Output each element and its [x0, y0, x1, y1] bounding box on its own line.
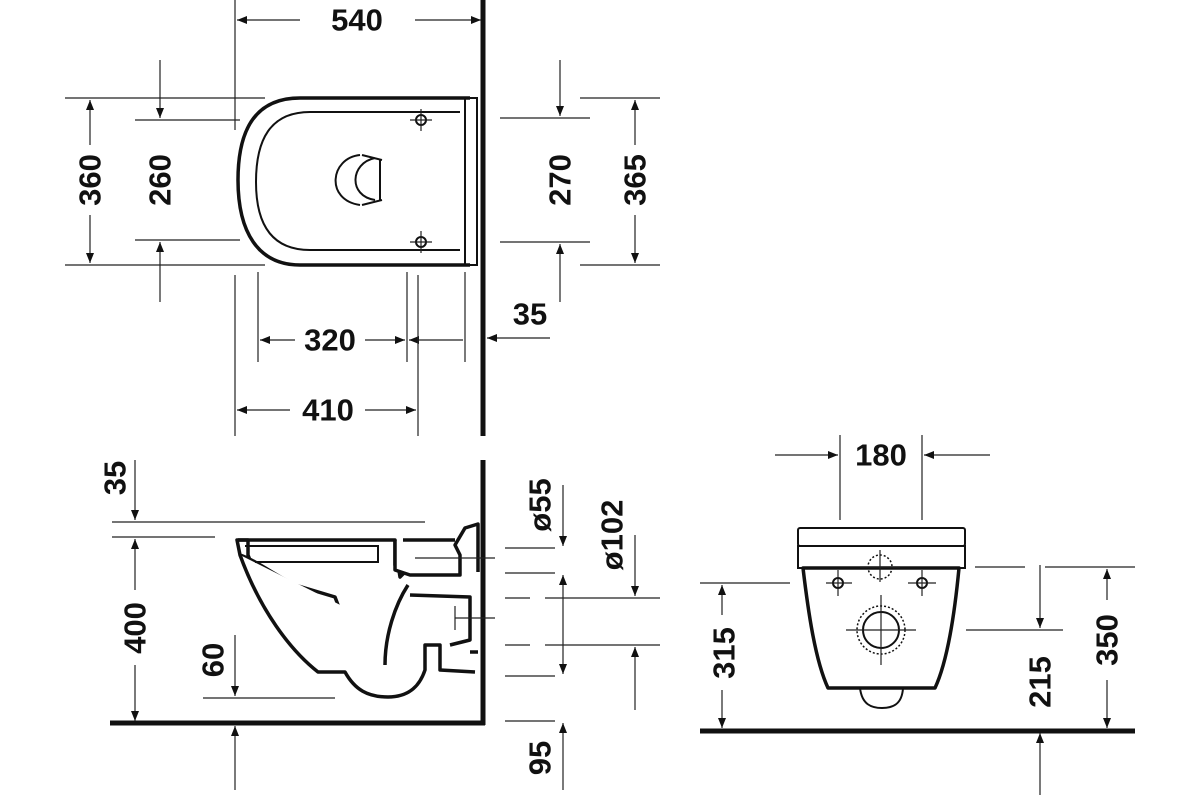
dim-180: 180 [855, 438, 907, 473]
dim-60: 60 [196, 643, 231, 677]
dim-350: 350 [1090, 614, 1125, 666]
dim-315: 315 [707, 627, 742, 679]
dim-360: 360 [73, 154, 108, 206]
dim-320: 320 [304, 323, 356, 358]
fixing-hole-top [410, 109, 432, 131]
dim-400: 400 [118, 602, 153, 654]
dim-270: 270 [543, 154, 578, 206]
dim-215: 215 [1023, 656, 1058, 708]
dim-410: 410 [302, 393, 354, 428]
dim-o55: ø55 [523, 478, 558, 531]
dim-35-side: 35 [98, 461, 133, 495]
toilet-side-outline [235, 522, 495, 699]
dim-260: 260 [143, 154, 178, 206]
dim-o102: ø102 [595, 500, 630, 571]
dim-35-top: 35 [513, 297, 547, 332]
fixing-hole-bottom [410, 231, 432, 253]
side-view: 35 400 60 ø55 ø102 95 [98, 460, 660, 790]
toilet-front-outline [797, 527, 966, 710]
dim-540: 540 [331, 3, 383, 38]
dim-95: 95 [523, 741, 558, 775]
top-view: 540 360 260 270 365 35 320 [65, 0, 660, 436]
front-view: 180 315 215 350 [700, 435, 1135, 795]
toilet-plan-outline [236, 96, 478, 267]
dim-365: 365 [618, 154, 653, 206]
